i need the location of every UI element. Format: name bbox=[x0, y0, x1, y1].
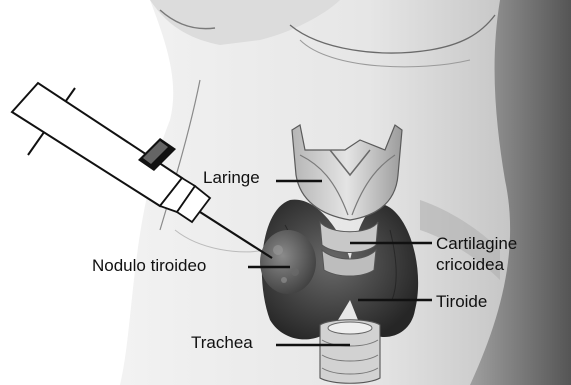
label-thyroid: Tiroide bbox=[436, 292, 487, 312]
label-thyroid-nodule: Nodulo tiroideo bbox=[92, 256, 206, 276]
label-larynx: Laringe bbox=[203, 168, 260, 188]
label-cricoid-line1: Cartilagine bbox=[436, 233, 517, 254]
label-cricoid-cartilage: Cartilagine cricoidea bbox=[436, 233, 517, 275]
label-cricoid-line2: cricoidea bbox=[436, 254, 517, 275]
label-trachea: Trachea bbox=[191, 333, 253, 353]
trachea bbox=[320, 320, 380, 384]
thyroid-nodule bbox=[260, 230, 316, 294]
